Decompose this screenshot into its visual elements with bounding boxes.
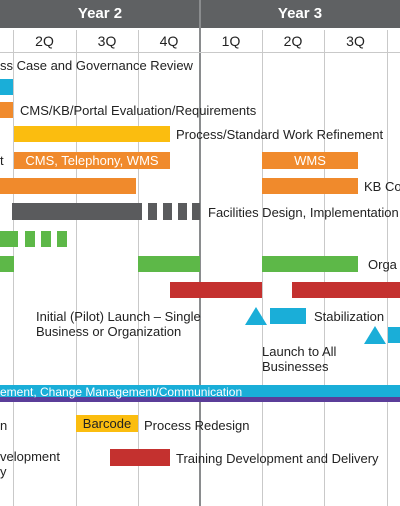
task-bar-change-mgmt-purple: [0, 397, 400, 402]
quarter-row-line: [0, 52, 400, 53]
quarter-label: 2Q: [283, 33, 303, 49]
task-bar-red: [170, 282, 262, 298]
task-bar-facilities-dash: [178, 203, 187, 220]
task-label-truncated: t: [0, 153, 4, 168]
task-bar-cms-eval: [0, 102, 13, 118]
task-bar-barcode: [76, 415, 138, 432]
task-bar-red: [292, 282, 400, 298]
quarter-label: 4Q: [159, 33, 179, 49]
task-bar-org-mid: [138, 256, 200, 272]
task-bar-green: [0, 231, 18, 247]
task-bar-green-dash: [57, 231, 67, 247]
task-bar-text: CMS, Telephony, WMS: [25, 153, 159, 168]
milestone-launch-all: [364, 326, 386, 344]
task-bar-training: [110, 449, 170, 466]
task-bar-wms: [262, 152, 358, 169]
task-label-process-refinement: Process/Standard Work Refinement: [176, 127, 384, 142]
task-label-governance: ss Case and Governance Review: [0, 58, 193, 73]
task-bar-launch-all: [388, 327, 400, 343]
task-label-org: Orga: [368, 257, 397, 272]
task-label-kb: KB Co: [364, 179, 400, 194]
task-bar-green-dash: [41, 231, 51, 247]
grid-line: [387, 30, 388, 506]
quarter-label: 1Q: [221, 33, 241, 49]
task-bar-text: WMS: [294, 153, 326, 168]
task-bar-change-mgmt: [0, 385, 400, 397]
task-label-pilot-launch: Initial (Pilot) Launch – Single Business…: [36, 309, 201, 339]
task-bar-green-dash: [25, 231, 35, 247]
task-label-cms-eval: CMS/KB/Portal Evaluation/Requirements: [20, 103, 257, 118]
quarter-label: 3Q: [346, 33, 365, 49]
task-bar-cms-telephony-wms: [14, 152, 170, 169]
task-label-process-redesign: Process Redesign: [144, 418, 250, 433]
task-bar-kb: [262, 178, 358, 194]
task-label-truncated: velopment y: [0, 449, 60, 479]
quarter-label: 2Q: [35, 33, 54, 49]
milestone-pilot-launch: [245, 307, 267, 325]
year-label: Year 2: [77, 5, 123, 22]
task-label-truncated: n: [0, 418, 8, 433]
task-bar-facilities-dash: [148, 203, 157, 220]
task-bar-facilities: [12, 203, 142, 220]
task-label-change-mgmt: ement, Change Management/Communication: [0, 385, 243, 399]
task-bar-kb-left: [0, 178, 136, 194]
task-bar-governance: [0, 79, 13, 95]
task-label-launch-all: Launch to All Businesses: [262, 344, 337, 374]
task-bar-text: Barcode: [82, 416, 132, 431]
quarter-label: 3Q: [97, 33, 117, 49]
task-bar-org: [262, 256, 358, 272]
task-bar-org-left: [0, 256, 14, 272]
task-label-training: Training Development and Delivery: [176, 451, 379, 466]
year-divider: [199, 0, 201, 506]
task-bar-process-refinement: [14, 126, 170, 142]
task-bar-facilities-dash: [163, 203, 172, 220]
task-label-facilities: Facilities Design, Implementation: [208, 205, 399, 220]
year-label: Year 3: [277, 5, 323, 22]
grid-line: [76, 30, 77, 506]
task-bar-facilities-dash: [192, 203, 200, 220]
task-label-stabilization: Stabilization: [314, 309, 385, 324]
task-bar-stabilization: [270, 308, 306, 324]
